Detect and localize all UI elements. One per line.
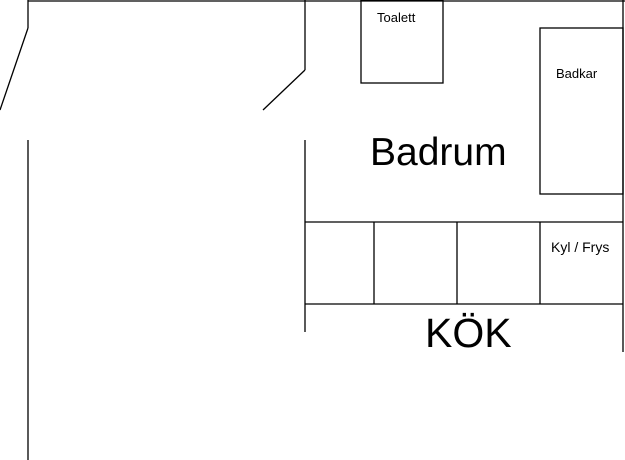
door-swing-diagonal bbox=[262, 69, 306, 111]
toilet-box bbox=[360, 0, 444, 84]
bathtub-box bbox=[539, 27, 624, 195]
wall-left-diagonal bbox=[0, 27, 29, 111]
bathroom-label: Badrum bbox=[370, 131, 507, 174]
bathtub-label: Badkar bbox=[556, 66, 598, 81]
toilet-label: Toalett bbox=[377, 10, 416, 25]
kitchen-label: KÖK bbox=[425, 310, 512, 356]
fridge-freezer-label: Kyl / Frys bbox=[551, 239, 610, 255]
